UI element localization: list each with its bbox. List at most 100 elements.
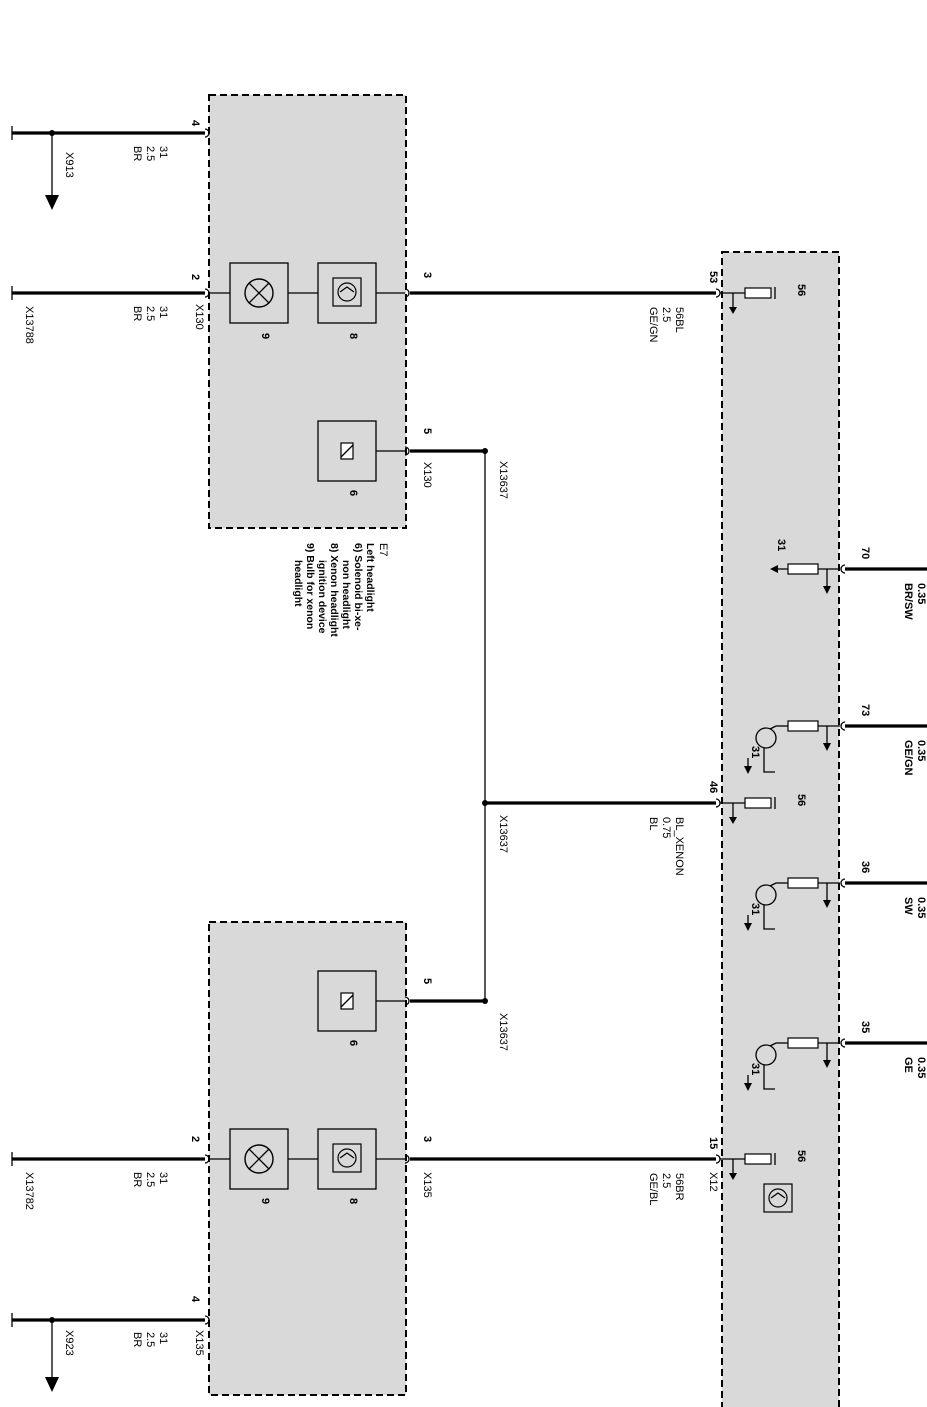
transistor-icon: [755, 884, 777, 906]
module-wire-label: 0.35: [915, 1057, 927, 1078]
module-wire-label: 56BL: [673, 307, 685, 333]
left-pin4-terminal: [204, 128, 210, 138]
splice-node-top: [482, 448, 488, 454]
module-wire-label: 0.35: [915, 583, 927, 604]
right-gnd-a-wire-2: 2.5: [144, 1332, 156, 1347]
right-igniter-num: 8: [347, 1198, 359, 1204]
module-internal-label: 31: [775, 539, 787, 551]
module-wire-label: BR/SW: [902, 583, 914, 620]
module-wire-label: 0.35: [915, 740, 927, 761]
module-wire-label: BL: [647, 817, 659, 830]
resistor-icon: [744, 1153, 772, 1165]
module-pin-terminal: [840, 1038, 846, 1048]
resistor-icon: [787, 877, 819, 889]
right-pin2-label: 2: [189, 1136, 201, 1142]
module-wire-label: GE: [902, 1057, 914, 1073]
transistor-icon: [755, 727, 777, 749]
ground-arrow-icon: [744, 1083, 752, 1091]
module-pin-label: 46: [707, 781, 719, 793]
module-pin-label: 70: [859, 547, 871, 559]
module-internal-label: 56: [795, 284, 807, 296]
left-pin4-label: 4: [189, 120, 201, 127]
ground-arrow-icon: [744, 923, 752, 931]
left-ground-a-conn: X913: [63, 152, 75, 178]
left-ground-b-conn: X13788: [23, 306, 35, 344]
ground-arrow-icon: [823, 743, 831, 751]
igniter-icon: [337, 282, 357, 302]
left-gnd-a-wire-2: 2.5: [144, 146, 156, 161]
transistor-icon: [769, 725, 777, 730]
module-igniter-icon: [763, 1183, 793, 1213]
right-solenoid-num: 6: [347, 1040, 359, 1046]
resistor-icon: [787, 1037, 819, 1049]
module-wire-label: GE/BL: [647, 1173, 659, 1205]
right-gnd-b-wire-2: 2.5: [144, 1172, 156, 1187]
left-gnd-b-wire-1: 31: [157, 306, 169, 318]
lamp-icon: [244, 1144, 274, 1174]
left-gnd-b-wire-3: BR: [131, 306, 143, 321]
module-wire-label: GE/GN: [902, 740, 914, 776]
left-gnd-a-wire-1: 31: [157, 146, 169, 158]
module-pin-terminal: [840, 878, 846, 888]
module-wire-label: SW: [902, 897, 914, 915]
module-pin-label: 36: [859, 861, 871, 873]
right-pin4-label: 4: [189, 1296, 201, 1303]
module-internal-label: 56: [795, 1150, 807, 1162]
module-wire-label: 56BR: [673, 1173, 685, 1201]
module-pin-label: 53: [707, 271, 719, 283]
left-pin2-terminal: [204, 288, 210, 298]
splice-label-mid: X13637: [497, 815, 509, 853]
module-wire-label: 2.5: [660, 1173, 672, 1188]
right-pin4-terminal: [204, 1315, 210, 1325]
right-pin3-label: 3: [421, 1136, 433, 1142]
module-pin-terminal: [715, 1154, 721, 1164]
left-pin5-terminal: [404, 446, 410, 456]
legend-line: 9) Bulb for xenon: [304, 543, 316, 629]
resistor-icon: [787, 720, 819, 732]
left-pin2-label: 2: [189, 274, 201, 280]
transistor-icon: [763, 905, 775, 930]
right-gnd-b-wire-1: 31: [157, 1172, 169, 1184]
ground-arrow-icon: [770, 565, 778, 573]
left-solenoid-num: 6: [347, 490, 359, 496]
module-internal-label: 31: [749, 746, 761, 758]
left-solenoid-connector: X130: [421, 462, 433, 488]
module-wire-label: GE/GN: [647, 307, 659, 343]
splice-label-bot: X13637: [497, 1013, 509, 1051]
solenoid-icon: [340, 444, 354, 458]
right-ground-a-conn: X923: [63, 1330, 75, 1356]
left-lamp-connector: X130: [193, 304, 205, 330]
ground-arrow-icon: [729, 1173, 737, 1180]
control-module-pins: 565356BL2.5GE/GN700.35BR/SW31730.35GE/GN…: [647, 271, 927, 1205]
ground-arrow-icon: [823, 1060, 831, 1068]
right-solenoid: [317, 970, 377, 1032]
transistor-icon: [755, 1044, 777, 1066]
right-gnd-a-wire-1: 31: [157, 1332, 169, 1344]
control-module: [721, 251, 840, 1407]
module-wire-label: 0.75: [660, 817, 672, 838]
transistor-icon: [769, 1042, 777, 1047]
module-igniter-icon: [770, 1192, 786, 1199]
legend-line: headlight: [292, 560, 304, 607]
ground-arrow-icon: [823, 900, 831, 908]
left-pin3-label: 3: [421, 272, 433, 278]
left-igniter: [317, 262, 377, 324]
left-pin3-terminal: [404, 288, 410, 298]
right-gnd-a-wire-3: BR: [131, 1332, 143, 1347]
module-pin-terminal: [840, 564, 846, 574]
legend-line: ignition device: [316, 560, 328, 634]
ground-arrow-icon: [729, 817, 737, 824]
lamp-icon: [244, 278, 274, 308]
legend-line: 8) Xenon headlight: [328, 543, 340, 637]
transistor-icon: [769, 882, 777, 887]
left-headlight-legend: E7 Left headlight 6) Solenoid bi-xe- non…: [292, 543, 389, 637]
igniter-icon: [332, 277, 362, 307]
module-connector-label: X12: [707, 1172, 719, 1192]
right-pin5-terminal: [404, 996, 410, 1006]
module-wire-label: 0.35: [915, 897, 927, 918]
module-pin-label: 73: [859, 704, 871, 716]
right-ground-b-conn: X13782: [23, 1172, 35, 1210]
left-igniter-num: 8: [347, 333, 359, 339]
solenoid-icon: [340, 994, 354, 1008]
ground-arrow-icon: [823, 586, 831, 594]
